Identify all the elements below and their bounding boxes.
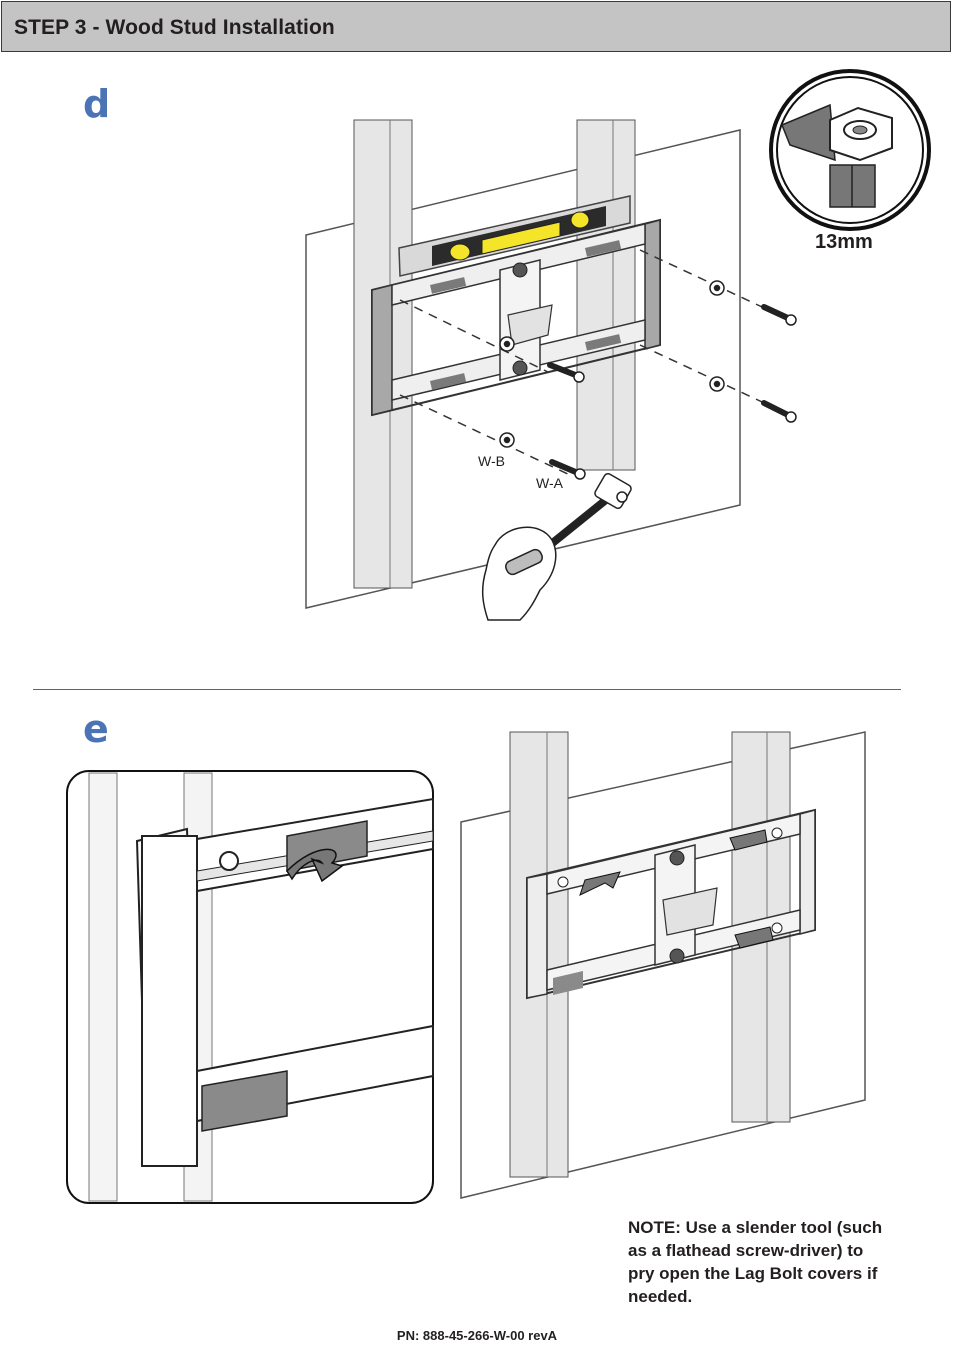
step-d-letter: d — [83, 82, 111, 126]
hand-icon — [481, 526, 557, 621]
step-e-detail-closeup — [66, 770, 434, 1204]
washer-label: W-B — [478, 453, 505, 469]
step-e-letter: e — [83, 707, 109, 751]
bubble-level-icon — [398, 195, 631, 277]
tool-size-label: 13mm — [815, 231, 873, 253]
wood-stud-right — [576, 119, 636, 471]
washer-icon — [499, 280, 725, 448]
part-number: PN: 888-45-266-W-00 revA — [396, 1328, 558, 1343]
bolt-label: W-A — [536, 475, 564, 491]
pry-arrow-icon — [734, 926, 774, 949]
step-title: STEP 3 - Wood Stud Installation — [14, 16, 335, 39]
section-divider — [33, 689, 901, 690]
pry-arrow-icon — [579, 871, 621, 896]
step-e-illustration — [460, 731, 866, 1199]
socket-detail-icon — [769, 69, 931, 231]
step-header: STEP 3 - Wood Stud Installation — [1, 1, 951, 52]
pry-arrow-icon — [286, 848, 344, 883]
step-d-illustration: W-B W-A 13mm — [305, 69, 931, 621]
ratchet-wrench-icon — [546, 472, 632, 549]
pry-arrow-icon — [729, 829, 768, 851]
wall-plate — [371, 218, 661, 417]
note-text: NOTE: Use a slender tool (such as a flat… — [628, 1218, 883, 1306]
lag-bolt-icon — [547, 304, 797, 480]
